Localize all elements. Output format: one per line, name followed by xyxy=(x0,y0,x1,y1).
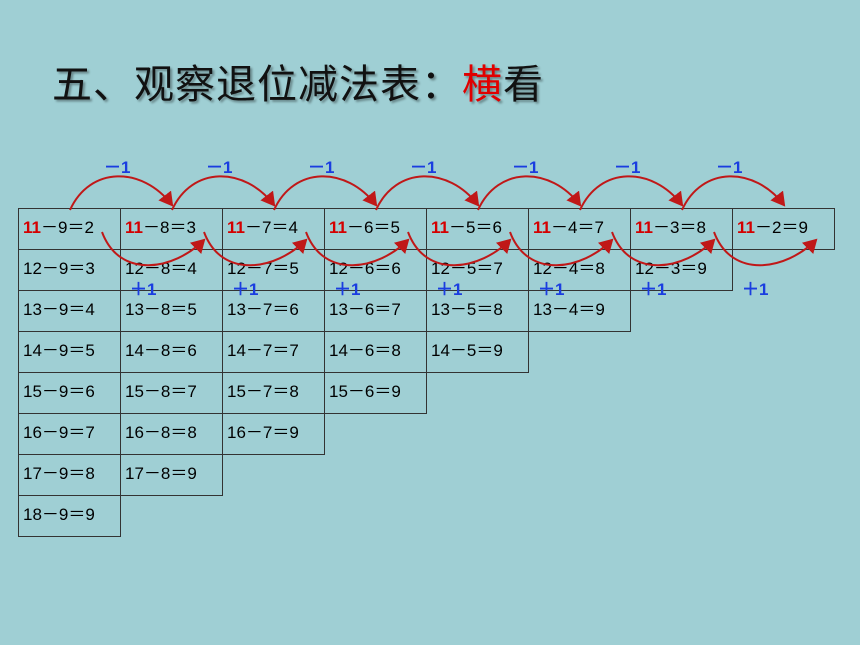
table-cell: 13－9＝4 xyxy=(18,290,121,332)
table-cell: 11－6＝5 xyxy=(324,208,427,250)
table-cell: 13－5＝8 xyxy=(426,290,529,332)
minus-one-label: －1 xyxy=(410,158,437,177)
plus-one-label: ＋1 xyxy=(130,280,157,299)
table-cell: 11－7＝4 xyxy=(222,208,325,250)
table-cell: 14－8＝6 xyxy=(120,331,223,373)
table-cell: 15－6＝9 xyxy=(324,372,427,414)
table-cell: 15－8＝7 xyxy=(120,372,223,414)
table-cell: 18－9＝9 xyxy=(18,495,121,537)
minus-one-label: －1 xyxy=(308,158,335,177)
table-cell: 14－9＝5 xyxy=(18,331,121,373)
table-cell: 14－6＝8 xyxy=(324,331,427,373)
table-cell: 16－8＝8 xyxy=(120,413,223,455)
table-cell: 16－7＝9 xyxy=(222,413,325,455)
title-highlight: 横 xyxy=(462,62,503,108)
table-cell: 15－9＝6 xyxy=(18,372,121,414)
plus-one-label: ＋1 xyxy=(538,280,565,299)
plus-one-label: ＋1 xyxy=(436,280,463,299)
table-cell: 15－7＝8 xyxy=(222,372,325,414)
table-cell: 13－4＝9 xyxy=(528,290,631,332)
table-cell: 14－5＝9 xyxy=(426,331,529,373)
table-cell: 17－8＝9 xyxy=(120,454,223,496)
plus-one-label: ＋1 xyxy=(334,280,361,299)
table-cell: 13－6＝7 xyxy=(324,290,427,332)
table-cell: 12－9＝3 xyxy=(18,249,121,291)
table-cell: 17－9＝8 xyxy=(18,454,121,496)
minuend-highlight: 11 xyxy=(431,218,449,237)
minus-one-label: －1 xyxy=(614,158,641,177)
table-cell: 11－4＝7 xyxy=(528,208,631,250)
plus-one-label: ＋1 xyxy=(742,280,769,299)
table-cell: 11－3＝8 xyxy=(630,208,733,250)
table-cell: 16－9＝7 xyxy=(18,413,121,455)
minuend-highlight: 11 xyxy=(533,218,551,237)
minuend-highlight: 11 xyxy=(227,218,245,237)
plus-one-label: ＋1 xyxy=(640,280,667,299)
table-cell: 11－8＝3 xyxy=(120,208,223,250)
table-cell: 11－9＝2 xyxy=(18,208,121,250)
table-cell: 14－7＝7 xyxy=(222,331,325,373)
minuend-highlight: 11 xyxy=(635,218,653,237)
page-title: 五、观察退位减法表：横看 xyxy=(52,62,544,108)
minuend-highlight: 11 xyxy=(125,218,143,237)
minus-one-label: －1 xyxy=(716,158,743,177)
table-cell: 11－2＝9 xyxy=(732,208,835,250)
minuend-highlight: 11 xyxy=(23,218,41,237)
table-cell: 11－5＝6 xyxy=(426,208,529,250)
minuend-highlight: 11 xyxy=(737,218,755,237)
minus-one-label: －1 xyxy=(104,158,131,177)
minuend-highlight: 11 xyxy=(329,218,347,237)
minus-one-label: －1 xyxy=(206,158,233,177)
plus-one-label: ＋1 xyxy=(232,280,259,299)
table-cell: 13－8＝5 xyxy=(120,290,223,332)
minus-one-label: －1 xyxy=(512,158,539,177)
